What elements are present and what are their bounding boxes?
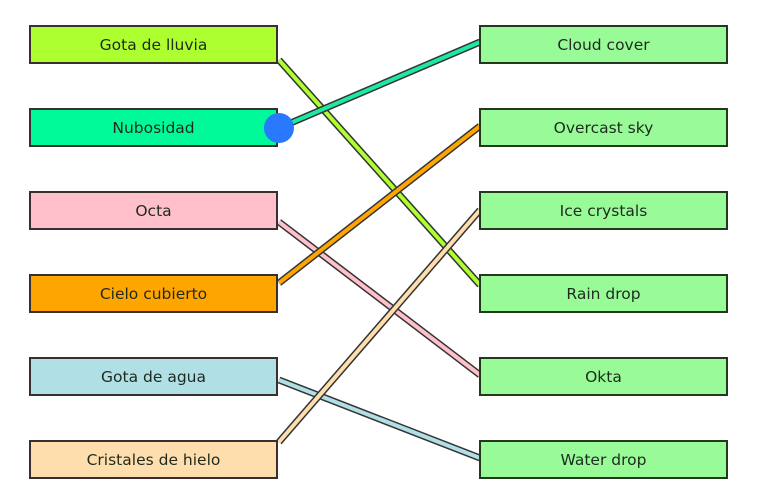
connection-line-outline bbox=[276, 219, 483, 378]
right-item[interactable]: Ice crystals bbox=[479, 191, 728, 230]
right-item[interactable]: Cloud cover bbox=[479, 25, 728, 64]
left-item[interactable]: Octa bbox=[29, 191, 278, 230]
connection-line-outline bbox=[277, 376, 482, 462]
right-item-label: Water drop bbox=[560, 450, 647, 469]
right-item[interactable]: Okta bbox=[479, 357, 728, 396]
left-item[interactable]: Gota de agua bbox=[29, 357, 278, 396]
connection-line bbox=[278, 378, 481, 460]
left-item-label: Cristales de hielo bbox=[86, 450, 221, 469]
right-item-label: Rain drop bbox=[566, 284, 641, 303]
left-item[interactable]: Gota de lluvia bbox=[29, 25, 278, 64]
right-item[interactable]: Rain drop bbox=[479, 274, 728, 313]
connection-line-outline bbox=[277, 38, 482, 132]
right-item[interactable]: Water drop bbox=[479, 440, 728, 479]
right-item-label: Overcast sky bbox=[553, 118, 654, 137]
drag-handle[interactable] bbox=[264, 113, 294, 143]
left-item[interactable]: Cielo cubierto bbox=[29, 274, 278, 313]
right-item[interactable]: Overcast sky bbox=[479, 108, 728, 147]
left-item-label: Gota de agua bbox=[101, 367, 206, 386]
connection-line bbox=[277, 220, 482, 377]
left-item-label: Nubosidad bbox=[112, 118, 195, 137]
right-item-label: Okta bbox=[585, 367, 622, 386]
right-item-label: Ice crystals bbox=[559, 201, 648, 220]
left-item-label: Gota de lluvia bbox=[99, 35, 208, 54]
connection-line bbox=[277, 58, 482, 287]
connection-line bbox=[278, 40, 481, 130]
connection-line-outline bbox=[276, 57, 483, 288]
left-item[interactable]: Nubosidad bbox=[29, 108, 278, 147]
right-item-label: Cloud cover bbox=[557, 35, 650, 54]
connection-line bbox=[277, 208, 482, 444]
connection-line-outline bbox=[276, 207, 483, 445]
connection-line bbox=[277, 124, 482, 285]
left-item-label: Octa bbox=[135, 201, 172, 220]
left-item[interactable]: Cristales de hielo bbox=[29, 440, 278, 479]
connection-line-outline bbox=[276, 123, 483, 286]
left-item-label: Cielo cubierto bbox=[99, 284, 208, 303]
